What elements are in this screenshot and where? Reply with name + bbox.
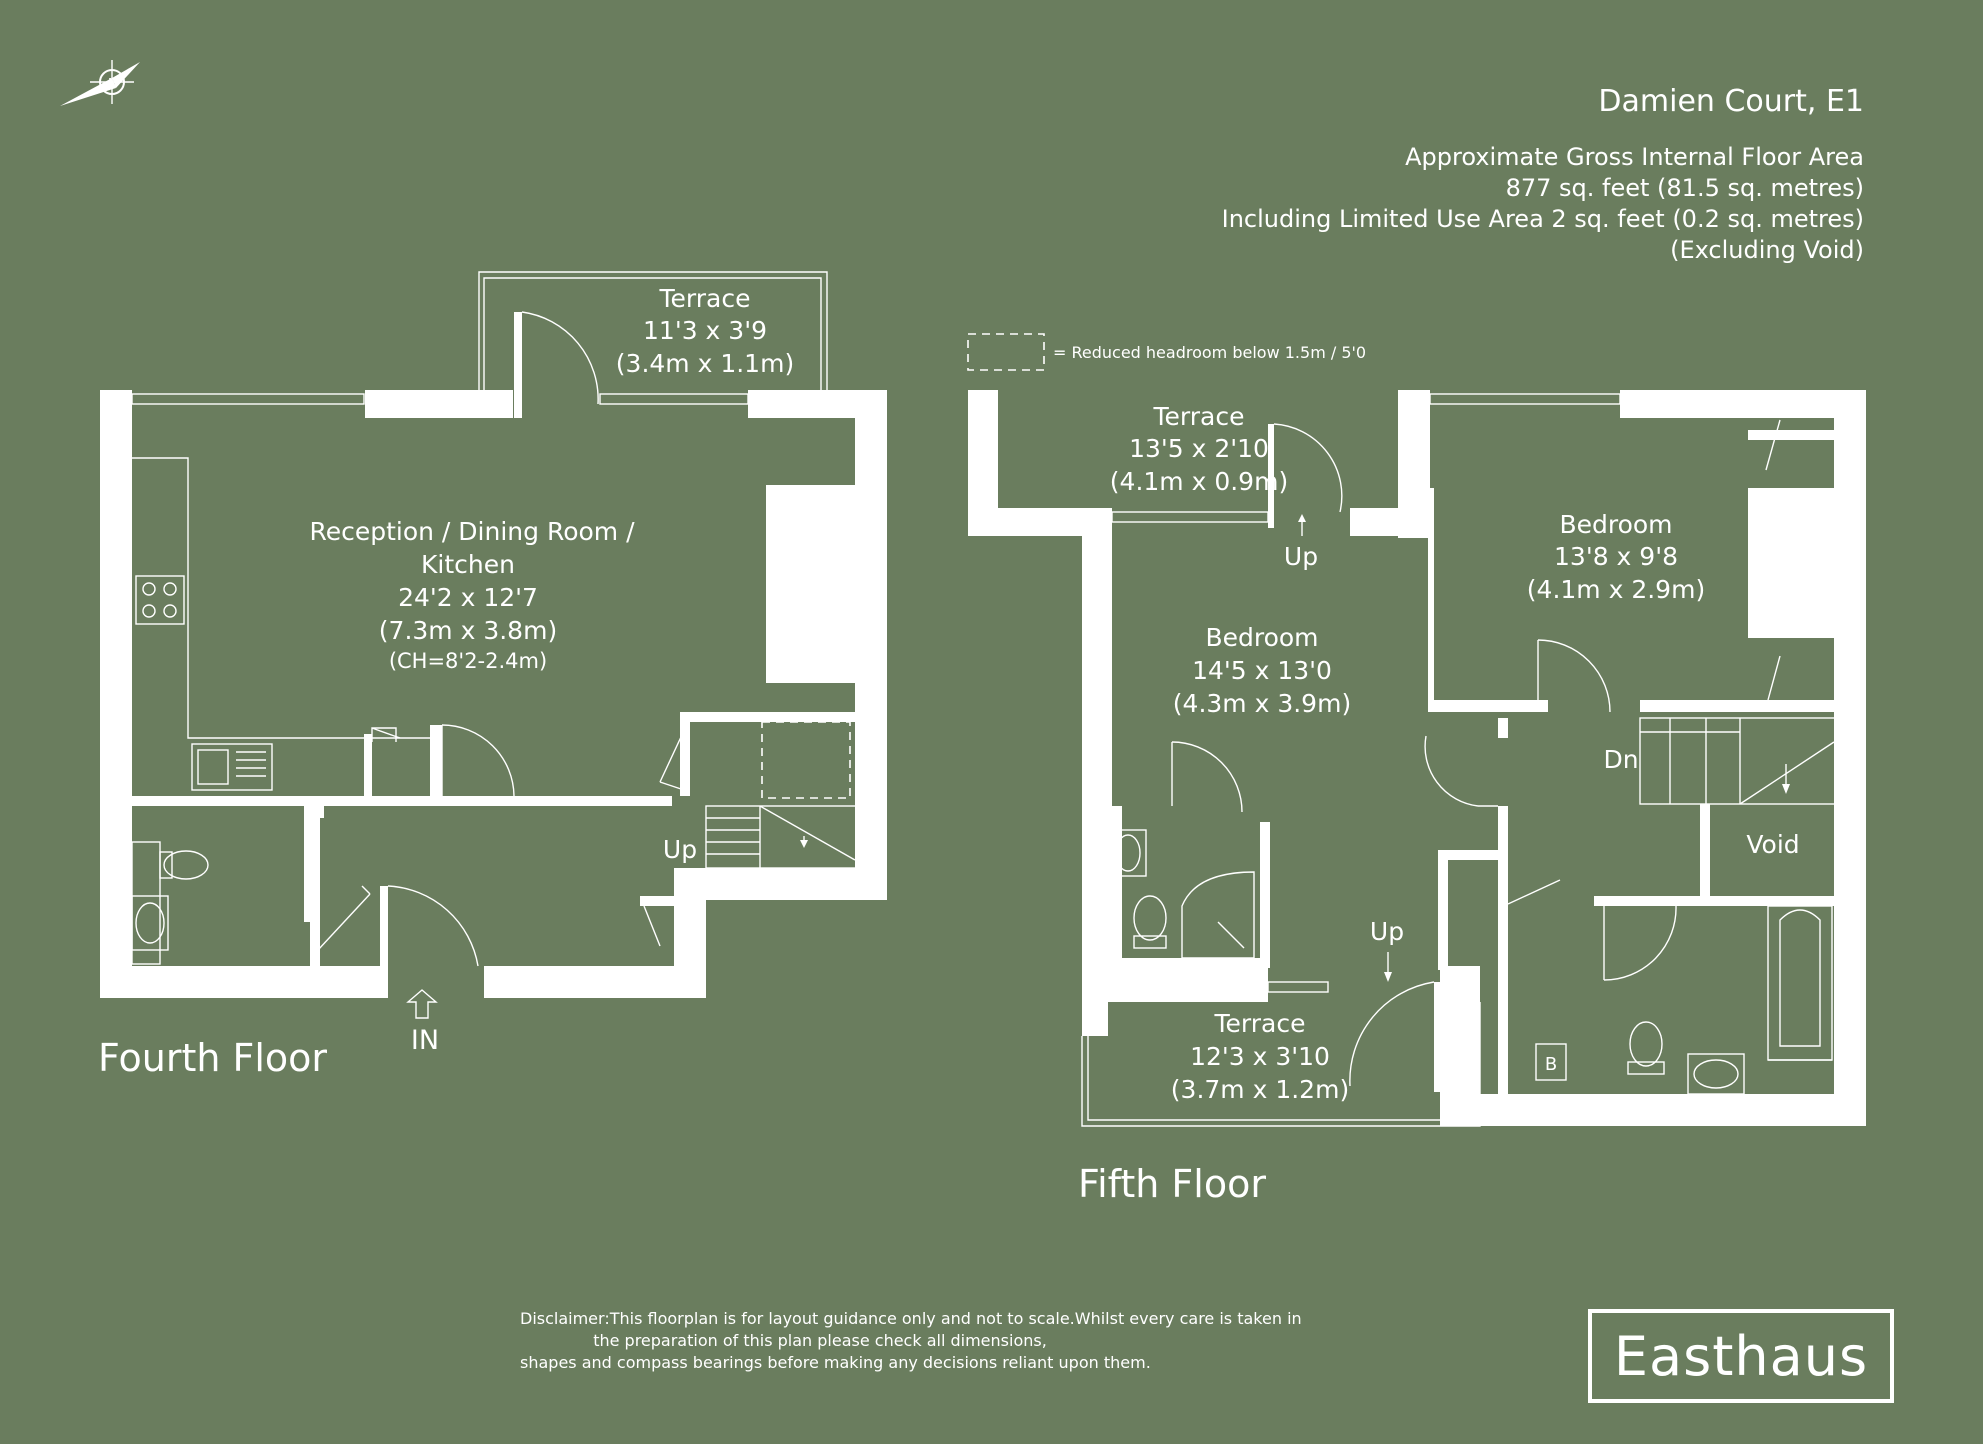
entrance-label: IN (411, 1025, 439, 1056)
disclaimer-line2: the preparation of this plan please chec… (593, 1331, 1047, 1350)
legend-reduced-headroom: = Reduced headroom below 1.5m / 5'0 (1053, 343, 1366, 362)
toilet-icon (1627, 1021, 1665, 1075)
disclaimer-line3: shapes and compass bearings before makin… (520, 1353, 1151, 1372)
reception-metric: (7.3m x 3.8m) (379, 616, 557, 645)
reception-ceiling: (CH=8'2-2.4m) (389, 649, 547, 673)
reception-imperial: 24'2 x 12'7 (398, 583, 538, 612)
fourth-floor-plan: Terrace 11'3 x 3'9 (3.4m x 1.1m) Recepti… (100, 271, 887, 1056)
bedroom-left-imperial: 14'5 x 13'0 (1192, 656, 1332, 685)
bedroom-right-name: Bedroom (1559, 510, 1672, 539)
easthaus-logo: Easthaus (1588, 1309, 1894, 1403)
property-name: Damien Court, E1 (1598, 84, 1864, 119)
toilet-icon (1133, 895, 1167, 949)
disclaimer-line1: Disclaimer:This floorplan is for layout … (520, 1309, 1302, 1328)
basin-icon (1687, 1053, 1745, 1095)
fourth-floor-title: Fourth Floor (98, 1036, 328, 1080)
terrace-bottom-imperial: 12'3 x 3'10 (1190, 1042, 1330, 1071)
terrace-metric: (3.4m x 1.1m) (616, 349, 794, 378)
compass-icon: N (60, 60, 140, 106)
up-bottom-label: Up (1370, 917, 1404, 946)
toilet-icon (159, 850, 209, 880)
terrace-top-metric: (4.1m x 0.9m) (1110, 467, 1288, 496)
up-top-label: Up (1284, 542, 1318, 571)
terrace-bottom-name: Terrace (1214, 1009, 1306, 1038)
area-limited: Including Limited Use Area 2 sq. feet (0… (1221, 205, 1864, 233)
boiler-label: B (1545, 1054, 1557, 1075)
basin-icon (1111, 829, 1147, 877)
area-heading: Approximate Gross Internal Floor Area (1405, 143, 1864, 171)
terrace-bottom-metric: (3.7m x 1.2m) (1171, 1075, 1349, 1104)
basin-icon (131, 895, 169, 951)
sink-icon (191, 743, 273, 791)
fourth-floor-stairs-label: Up (663, 835, 697, 864)
bedroom-left-metric: (4.3m x 3.9m) (1173, 689, 1351, 718)
reception-name-line1: Reception / Dining Room / (309, 517, 635, 546)
property-info: Damien Court, E1 Approximate Gross Inter… (1222, 84, 1864, 266)
terrace-top-imperial: 13'5 x 2'10 (1129, 434, 1269, 463)
shower-icon (1181, 871, 1255, 959)
void-label: Void (1746, 830, 1799, 859)
entrance-arrow-icon (406, 989, 438, 1019)
area-note: (Excluding Void) (1670, 236, 1864, 264)
bedroom-right-imperial: 13'8 x 9'8 (1554, 542, 1678, 571)
down-label: Dn (1603, 745, 1638, 774)
reception-name-line2: Kitchen (421, 550, 515, 579)
disclaimer: Disclaimer:This floorplan is for layout … (520, 1308, 1302, 1374)
hob-icon (142, 582, 177, 618)
terrace-imperial: 11'3 x 3'9 (643, 316, 767, 345)
terrace-name: Terrace (659, 284, 751, 313)
svg-text:N: N (108, 76, 117, 90)
bedroom-right-metric: (4.1m x 2.9m) (1527, 575, 1705, 604)
fifth-floor-title: Fifth Floor (1078, 1162, 1266, 1206)
bedroom-left-name: Bedroom (1205, 623, 1318, 652)
terrace-top-name: Terrace (1153, 402, 1245, 431)
fifth-floor-plan: = Reduced headroom below 1.5m / 5'0 (967, 333, 1866, 1127)
bath-icon (1767, 905, 1833, 1061)
area-total: 877 sq. feet (81.5 sq. metres) (1505, 174, 1864, 202)
